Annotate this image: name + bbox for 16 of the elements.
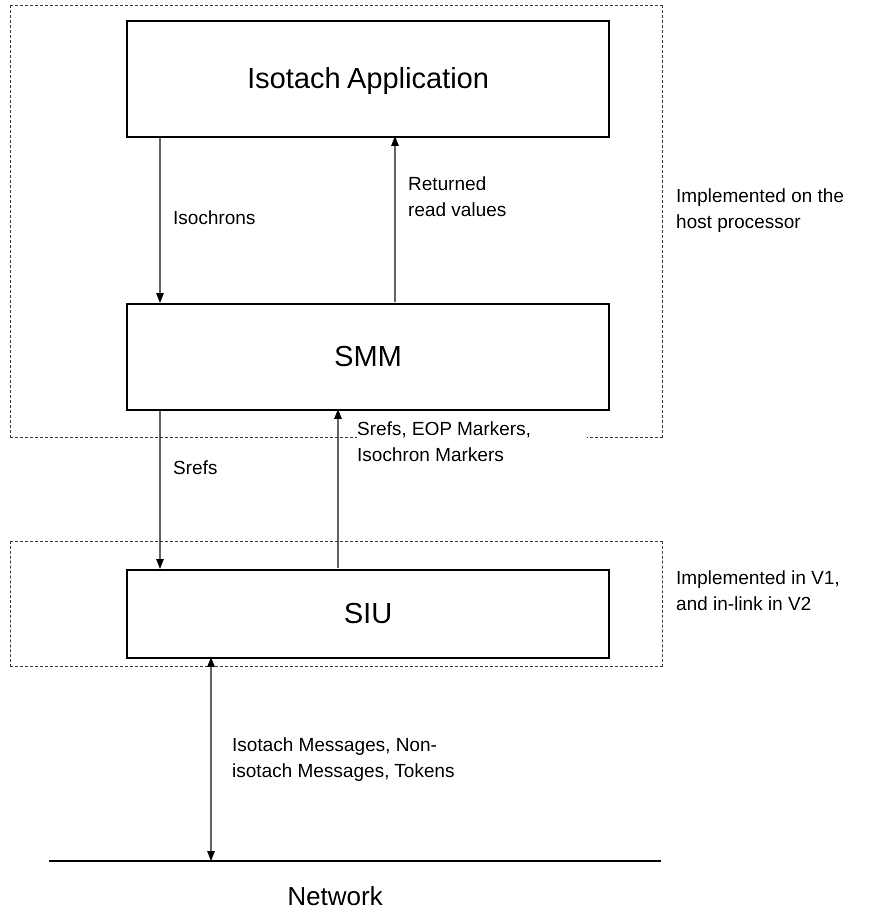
dashed-group-boundary (10, 541, 663, 667)
arrow (156, 137, 164, 303)
arrow (156, 410, 164, 569)
group-note: Implemented on the host processor (676, 185, 845, 235)
arrow (391, 136, 399, 302)
process-box (126, 569, 610, 659)
dashed-group-boundary (10, 5, 663, 438)
group-note: Implemented in V1, and in-link in V2 (676, 567, 841, 617)
box-label: SIU (344, 598, 392, 630)
process-box (126, 20, 610, 138)
box-label: Isotach Application (247, 62, 489, 96)
box-label: SMM (334, 340, 402, 374)
arrow (207, 657, 215, 861)
process-box (126, 303, 610, 411)
network-label: Network (287, 881, 383, 912)
arrow (334, 409, 342, 568)
